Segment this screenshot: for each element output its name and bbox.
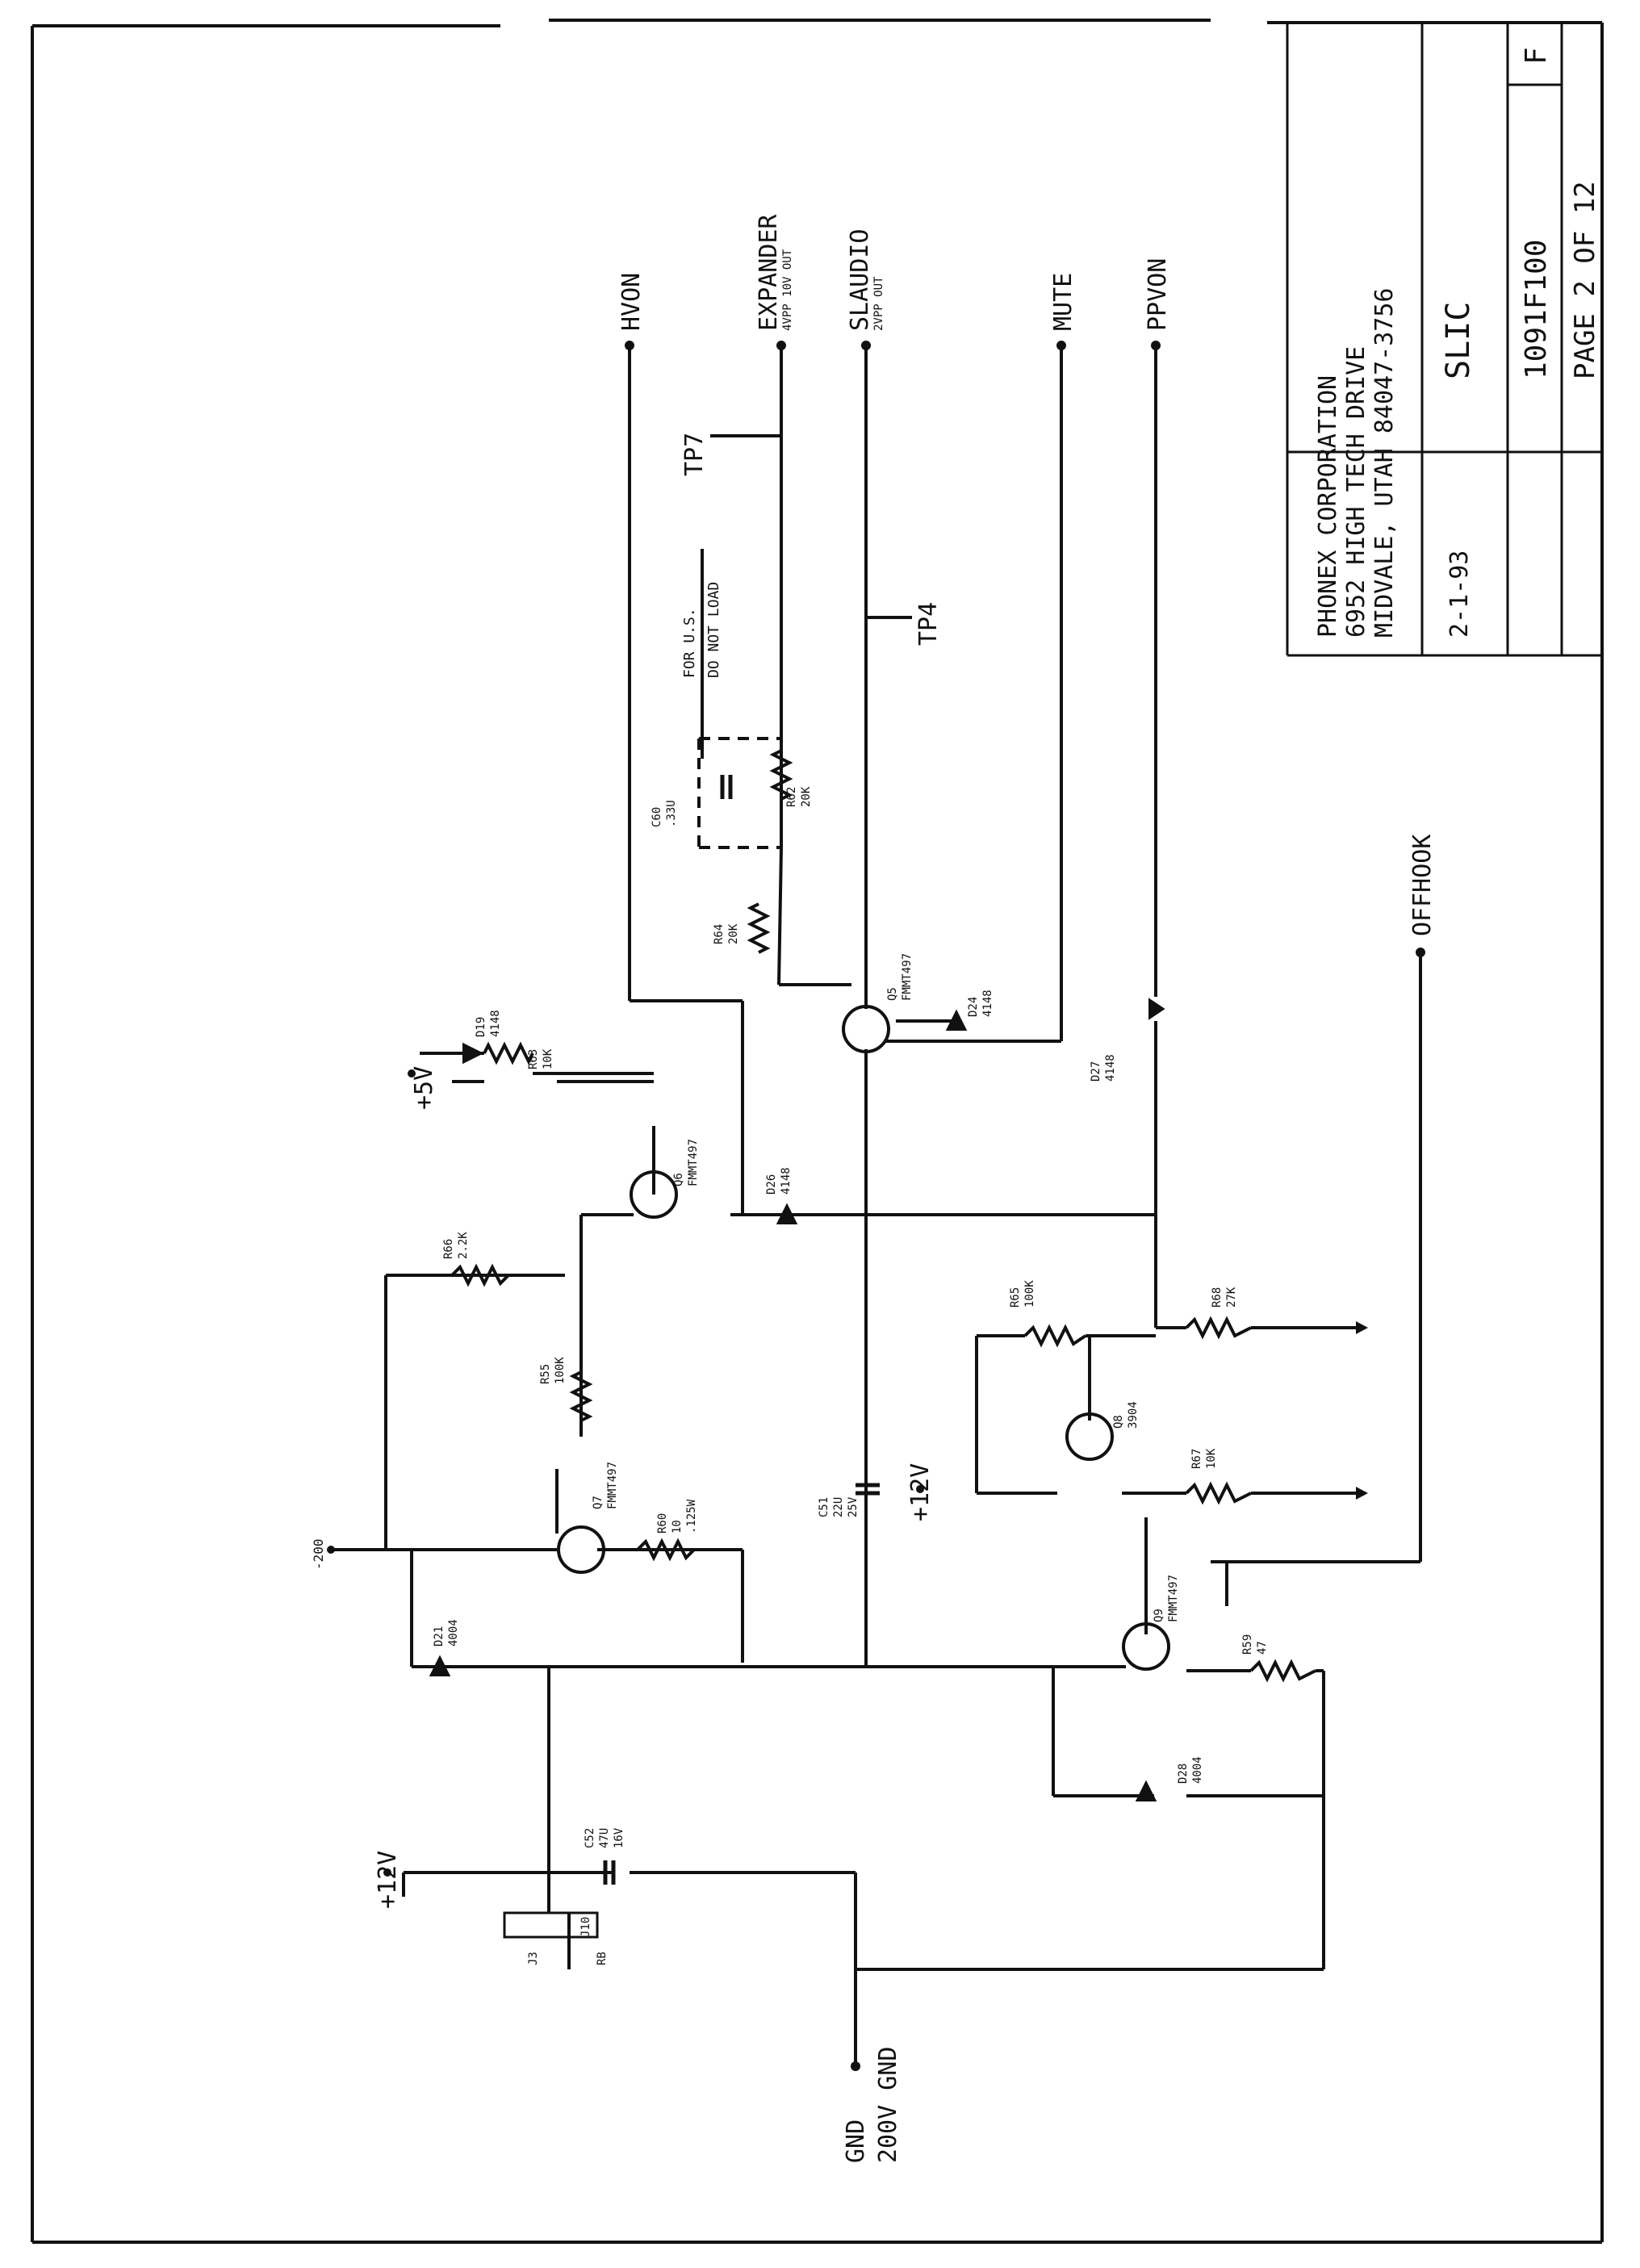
- company-name: PHONEX CORPORATION: [1314, 375, 1342, 638]
- r60-value: 10: [671, 1520, 684, 1534]
- q7-ref: Q7: [592, 1496, 605, 1509]
- r68-value: 27K: [1225, 1287, 1238, 1308]
- minus200-label: -200: [311, 1538, 326, 1570]
- r66-ref: R66: [442, 1239, 455, 1259]
- slaudio-note: 2VPP OUT: [872, 276, 885, 331]
- d28-value: 4004: [1191, 1756, 1204, 1784]
- slaudio-label: SLAUDIO: [846, 229, 874, 331]
- j10-value: RB: [596, 1952, 609, 1965]
- tp4-label: TP4: [914, 602, 943, 646]
- c51-value2: 25V: [847, 1496, 860, 1517]
- r60-ref: R60: [656, 1513, 669, 1534]
- company-address: 6952 HIGH TECH DRIVE: [1342, 346, 1370, 638]
- q9-ref: Q9: [1153, 1609, 1165, 1622]
- q8-value: 3904: [1127, 1401, 1140, 1429]
- revision-letter: F: [1520, 47, 1553, 65]
- c51-ref: C51: [818, 1497, 830, 1517]
- d19-ref: D19: [475, 1017, 487, 1037]
- r60-value2: .125W: [685, 1499, 698, 1534]
- drawing-title: SLIC: [1440, 302, 1477, 379]
- c60-ref: C60: [651, 807, 663, 827]
- expander-label: EXPANDER: [755, 214, 783, 331]
- q5-ref: Q5: [886, 987, 899, 1001]
- r63-value: 10K: [542, 1048, 554, 1069]
- r55-ref: R55: [539, 1364, 552, 1384]
- gnd200-label: 200V GND: [874, 2047, 902, 2164]
- r64-ref: R64: [713, 924, 726, 944]
- drawing-number: 1091F100: [1520, 240, 1553, 379]
- transistors: [559, 1006, 1169, 1669]
- r55-value: 100K: [554, 1357, 567, 1384]
- r59-ref: R59: [1241, 1634, 1254, 1655]
- q6-ref: Q6: [672, 1173, 685, 1186]
- company-city: MIDVALE, UTAH 84047-3756: [1370, 288, 1399, 638]
- expander-note: 4VPP 10V OUT: [781, 249, 794, 331]
- r67-value: 10K: [1205, 1448, 1218, 1469]
- q8-ref: Q8: [1112, 1415, 1125, 1429]
- r66-value: 2.2K: [457, 1232, 470, 1259]
- c51-value: 22U: [832, 1497, 845, 1517]
- d19-value: 4148: [489, 1010, 502, 1037]
- d27-value: 4148: [1104, 1054, 1117, 1082]
- mute-label: MUTE: [1049, 273, 1077, 331]
- drawing-date: 2-1-93: [1445, 550, 1474, 638]
- tp7-label: TP7: [680, 433, 709, 476]
- plus12v-top-label: +12V: [906, 1463, 935, 1521]
- r67-ref: R67: [1190, 1449, 1203, 1469]
- r62-value: 20K: [800, 786, 813, 807]
- r65-value: 100K: [1023, 1280, 1036, 1308]
- capacitors: [605, 775, 880, 1885]
- j10-ref: J10: [579, 1917, 592, 1937]
- do-not-load-note: DO NOT LOAD: [705, 582, 722, 678]
- q7-value: FMMT497: [606, 1462, 619, 1509]
- r59-value: 47: [1256, 1641, 1269, 1655]
- plus12v-bottom-label: +12V: [374, 1851, 402, 1909]
- d28-ref: D28: [1177, 1764, 1190, 1784]
- gnd-label: GND: [842, 2119, 870, 2163]
- d26-ref: D26: [765, 1174, 778, 1195]
- wires: [331, 347, 1420, 2066]
- r68-ref: R68: [1211, 1287, 1224, 1308]
- c52-value: 47U: [598, 1828, 611, 1848]
- offhook-label: OFFHOOK: [1408, 835, 1437, 936]
- d24-ref: D24: [967, 997, 980, 1017]
- d21-ref: D21: [433, 1626, 446, 1647]
- c52-ref: C52: [584, 1828, 596, 1848]
- r62-ref: R62: [785, 787, 798, 807]
- d26-value: 4148: [780, 1167, 793, 1195]
- c60-value: .33U: [665, 800, 678, 827]
- output-arrows: [1356, 1321, 1368, 1500]
- terminals: [327, 341, 1425, 2071]
- q9-value: FMMT497: [1167, 1575, 1180, 1622]
- d27-ref: D27: [1090, 1061, 1102, 1082]
- page-number: PAGE 2 OF 12: [1569, 181, 1601, 379]
- d21-value: 4004: [447, 1619, 460, 1647]
- c52-value2: 16V: [613, 1827, 625, 1848]
- q6-value: FMMT497: [687, 1139, 700, 1186]
- r65-ref: R65: [1009, 1287, 1022, 1308]
- r64-value: 20K: [727, 923, 740, 944]
- hvon-label: HVON: [617, 273, 646, 331]
- d24-value: 4148: [981, 990, 994, 1017]
- r63-ref: R63: [527, 1049, 540, 1069]
- q5-value: FMMT497: [901, 953, 914, 1001]
- for-us-note: FOR U.S.: [681, 608, 698, 678]
- j3-ref: J3: [527, 1952, 540, 1965]
- plus5v-label: +5V: [410, 1066, 438, 1110]
- ppvon-label: PPVON: [1144, 258, 1172, 331]
